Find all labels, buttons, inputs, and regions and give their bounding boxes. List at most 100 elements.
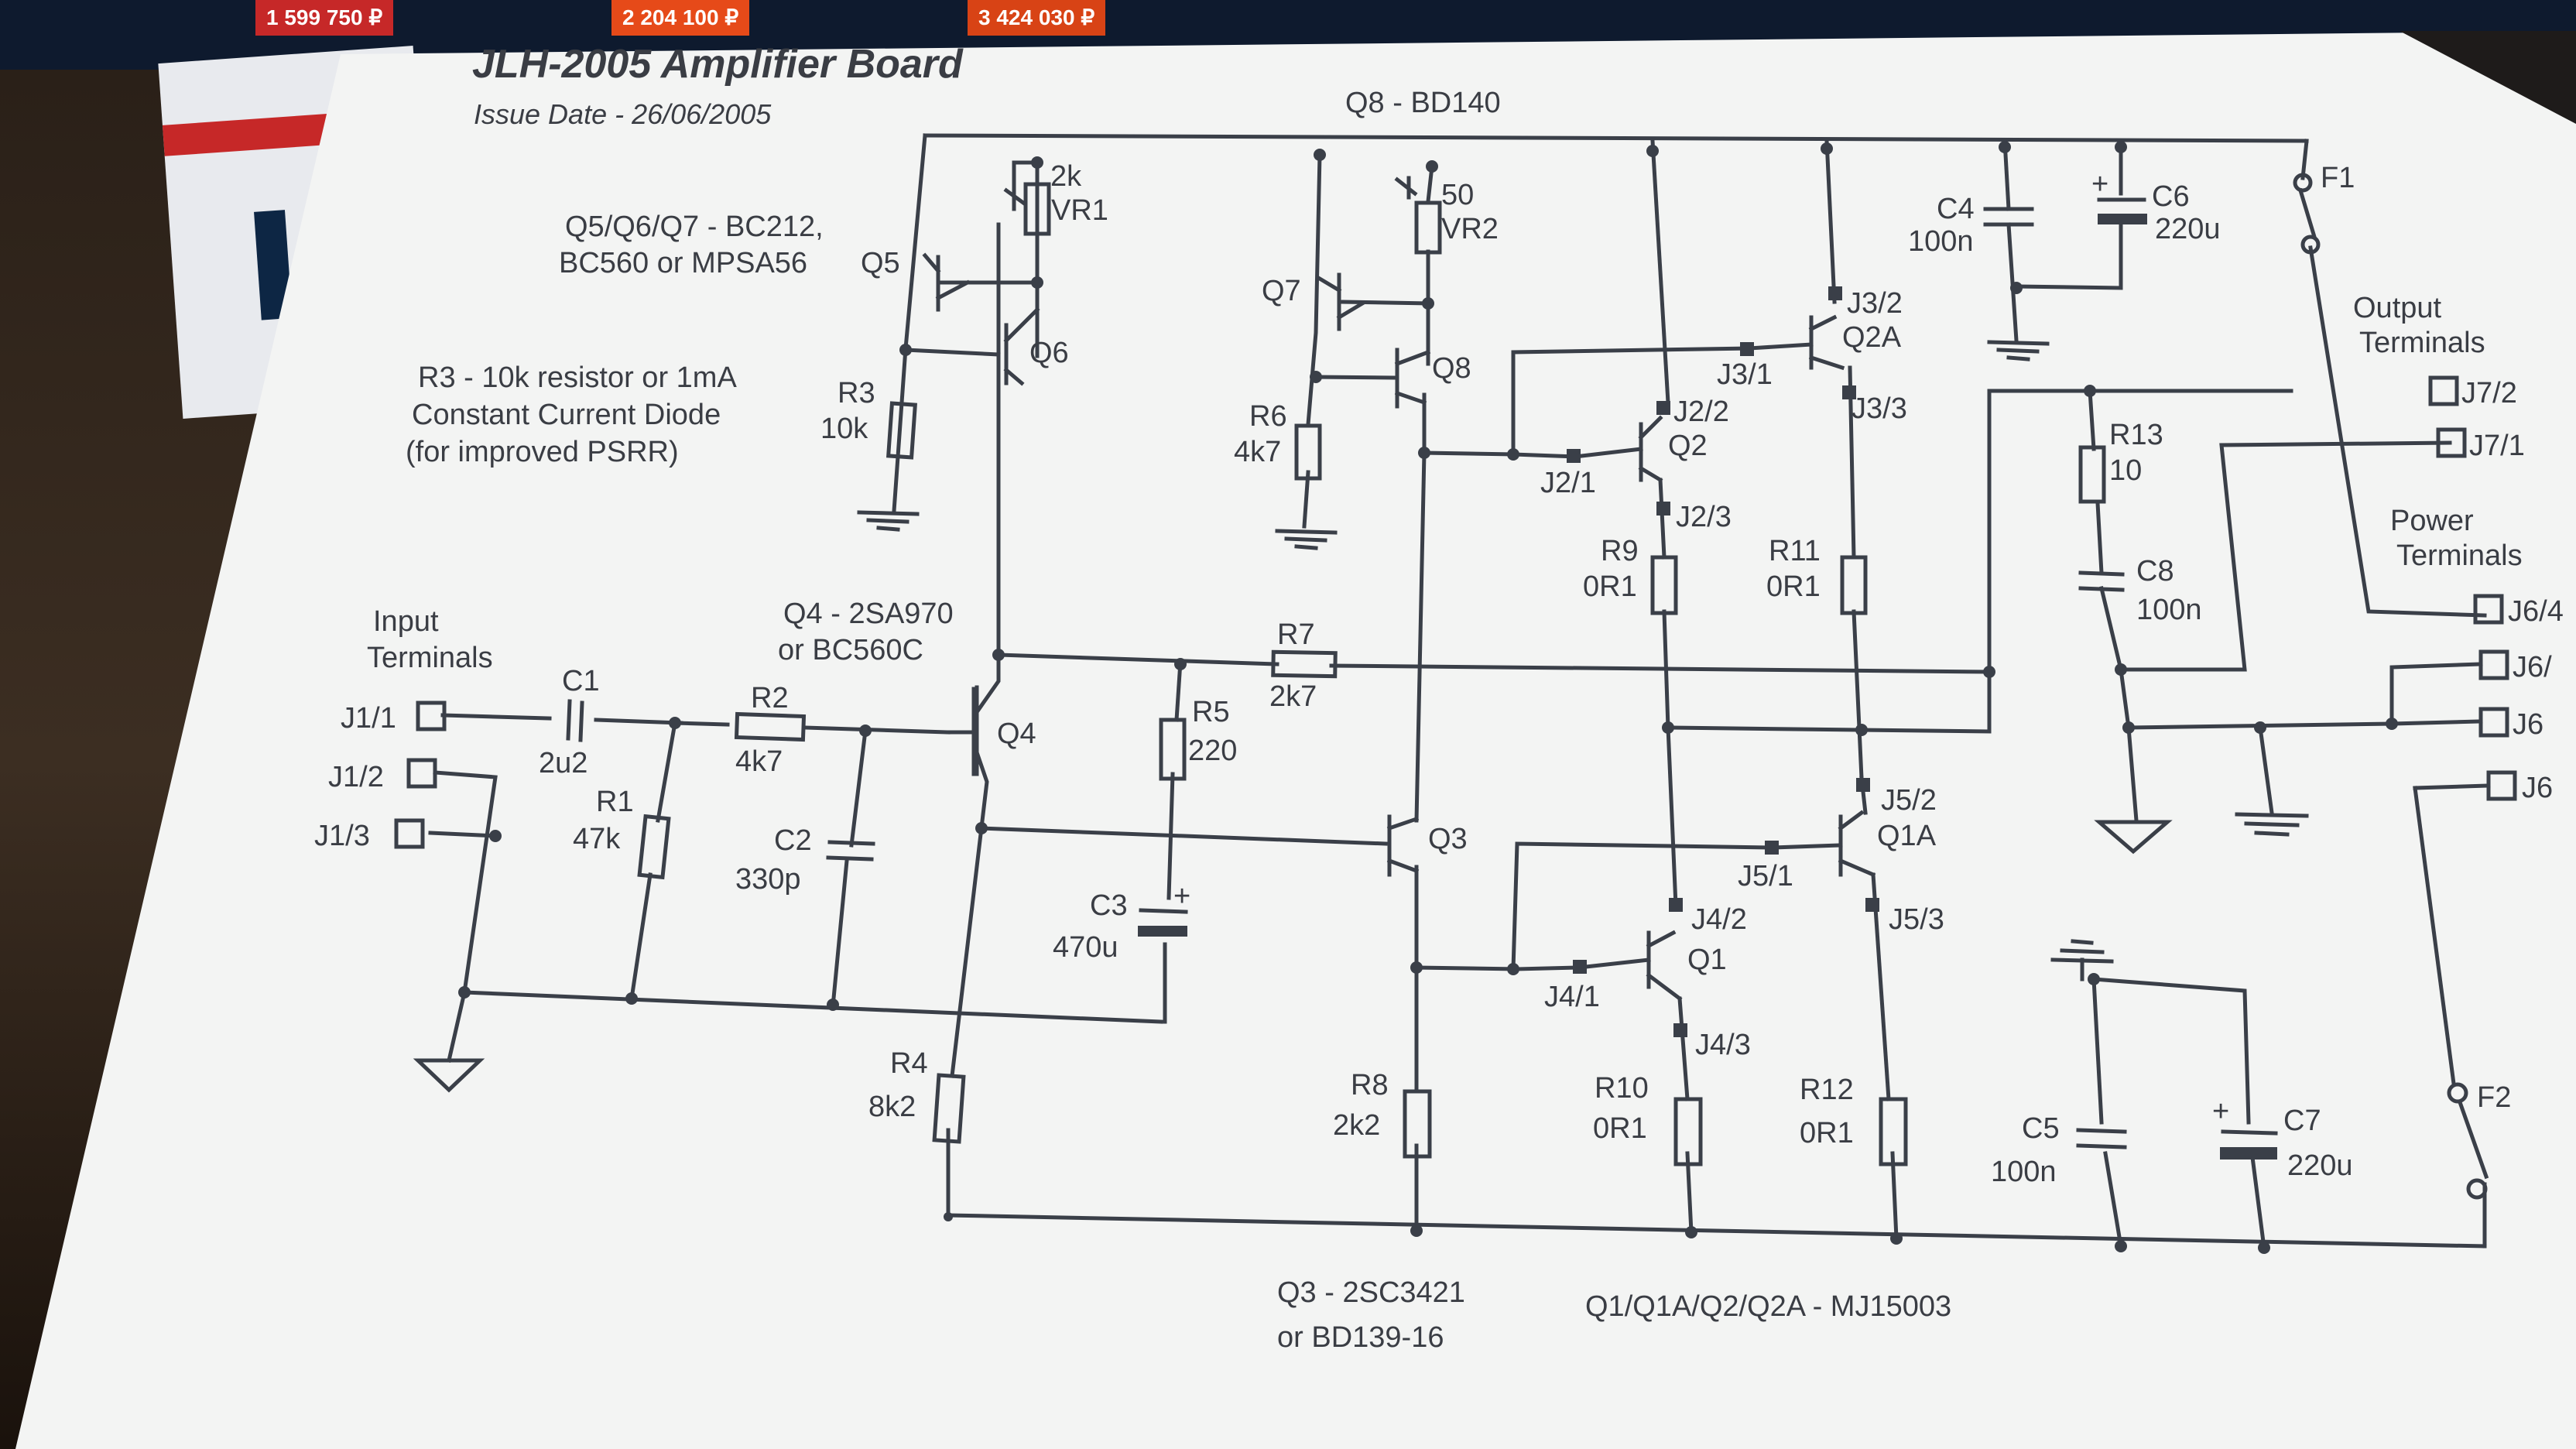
label-r6: R6 [1249,400,1287,433]
svg-text:+: + [2091,168,2108,200]
label-r6-value: 4k7 [1234,436,1281,468]
label-j4-3: J4/3 [1695,1029,1751,1061]
transistor-q1a [1770,810,1876,878]
grounds [413,340,2309,1093]
ground-symbol-r6 [1275,529,1338,550]
label-r1: R1 [596,786,634,818]
label-q2: Q2 [1668,430,1708,462]
label-r4-value: 8k2 [868,1091,916,1123]
label-j2-3: J2/3 [1676,501,1732,533]
terminal-j1-2 [406,758,437,789]
transistor-q4 [946,687,976,776]
label-j6-1: J6 [2522,772,2553,804]
label-j2-1: J2/1 [1540,467,1596,499]
label-r9: R9 [1601,535,1639,567]
label-q1a: Q1A [1877,820,1937,852]
resistor-r12 [1879,1097,1908,1166]
label-j6-4: J6/4 [2508,595,2564,628]
label-r13: R13 [2109,419,2163,451]
label-q5: Q5 [861,247,900,279]
label-r7: R7 [1277,618,1315,651]
label-r1-value: 47k [573,823,621,855]
terminal-j6-3 [2478,649,2509,680]
ground-symbol-output [2094,820,2173,855]
ground-symbol-input [413,1058,485,1093]
note-r3-1: R3 - 10k resistor or 1mA [418,361,737,394]
capacitor-c2 [826,840,875,862]
label-r8-value: 2k2 [1333,1109,1380,1142]
label-r7-value: 2k7 [1269,680,1317,713]
power-terminals-2: Terminals [2396,540,2523,572]
label-j4-2: J4/2 [1691,903,1747,936]
label-q6: Q6 [1029,337,1069,369]
note-r3-3: (for improved PSRR) [406,436,679,468]
input-terminals-1: Input [373,605,439,638]
resistor-vr1 [1023,182,1051,236]
capacitor-c8 [2078,570,2125,592]
resistor-r13 [2078,445,2106,504]
label-q7: Q7 [1262,275,1301,307]
capacitor-c4 [1983,207,2034,227]
label-r3-value: 10k [820,413,868,445]
label-c5-value: 100n [1991,1156,2057,1188]
label-r13-value: 10 [2109,454,2142,487]
transistor-q3 [1386,814,1420,877]
resistor-r4 [932,1073,966,1144]
label-r5: R5 [1192,696,1230,728]
label-c6-value: 220u [2155,213,2221,245]
label-f1: F1 [2321,162,2355,194]
capacitor-c5 [2076,1128,2127,1149]
note-q4-1: Q4 - 2SA970 [783,598,954,630]
output-terminals-1: Output [2353,292,2442,324]
transistor-q5 [922,252,971,312]
resistor-r6 [1294,423,1322,481]
label-j1-3: J1/3 [314,820,370,852]
label-r9-value: 0R1 [1583,570,1637,603]
transistor-q7 [1317,272,1365,331]
terminal-j6-2 [2478,707,2509,738]
note-pnp-2: BC560 or MPSA56 [559,247,807,279]
component-labels: C1 2u2 R1 47k R2 4k7 C2 330p Q4 R4 8k2 R… [539,160,2511,1188]
resistor-r1 [637,814,671,880]
resistor-r9 [1650,555,1678,615]
label-r11: R11 [1769,535,1821,567]
label-j3-3: J3/3 [1852,392,1907,425]
capacitor-c3: + [1138,880,1190,937]
label-r2: R2 [751,682,789,714]
resistor-r10 [1673,1097,1703,1166]
label-q4: Q4 [997,718,1036,750]
terminal-j1-1 [416,701,447,731]
ground-symbol-c5 [2050,939,2114,964]
pin-labels: J1/1 J1/2 J1/3 J2/1 J2/2 J2/3 J3/1 J3/2 … [314,287,2564,1061]
label-c4: C4 [1937,193,1975,225]
resistor-r5 [1159,718,1187,781]
fuse-f2 [2447,1082,2489,1200]
note-q3-2: or BD139-16 [1277,1321,1444,1354]
label-j3-1: J3/1 [1717,358,1773,391]
ground-symbol-power [2235,812,2309,837]
label-vr2-value: 50 [1441,179,1474,211]
label-c7-value: 220u [2287,1149,2353,1182]
resistor-r8 [1403,1089,1432,1159]
note-q8: Q8 - BD140 [1345,87,1501,119]
label-r10-value: 0R1 [1593,1112,1647,1145]
label-c8-value: 100n [2136,594,2202,626]
label-j5-3: J5/3 [1889,903,1944,936]
svg-text:+: + [1173,880,1190,913]
terminal-j1-3 [394,818,425,849]
label-r11-value: 0R1 [1766,570,1821,603]
label-j7-2: J7/2 [2461,377,2517,409]
resistor-r7 [1271,649,1338,679]
label-j1-1: J1/1 [341,702,396,735]
transistors [922,252,1876,1002]
label-q3: Q3 [1428,823,1468,855]
label-j2-2: J2/2 [1673,396,1729,428]
label-j5-2: J5/2 [1881,784,1937,817]
capacitor-c6: + [2091,168,2147,224]
note-pnp-1: Q5/Q6/Q7 - BC212, [565,211,824,243]
label-c2-value: 330p [735,863,801,896]
fuse-f1 [2293,173,2321,255]
power-terminals-1: Power [2390,505,2474,537]
transistor-q8 [1394,348,1431,409]
